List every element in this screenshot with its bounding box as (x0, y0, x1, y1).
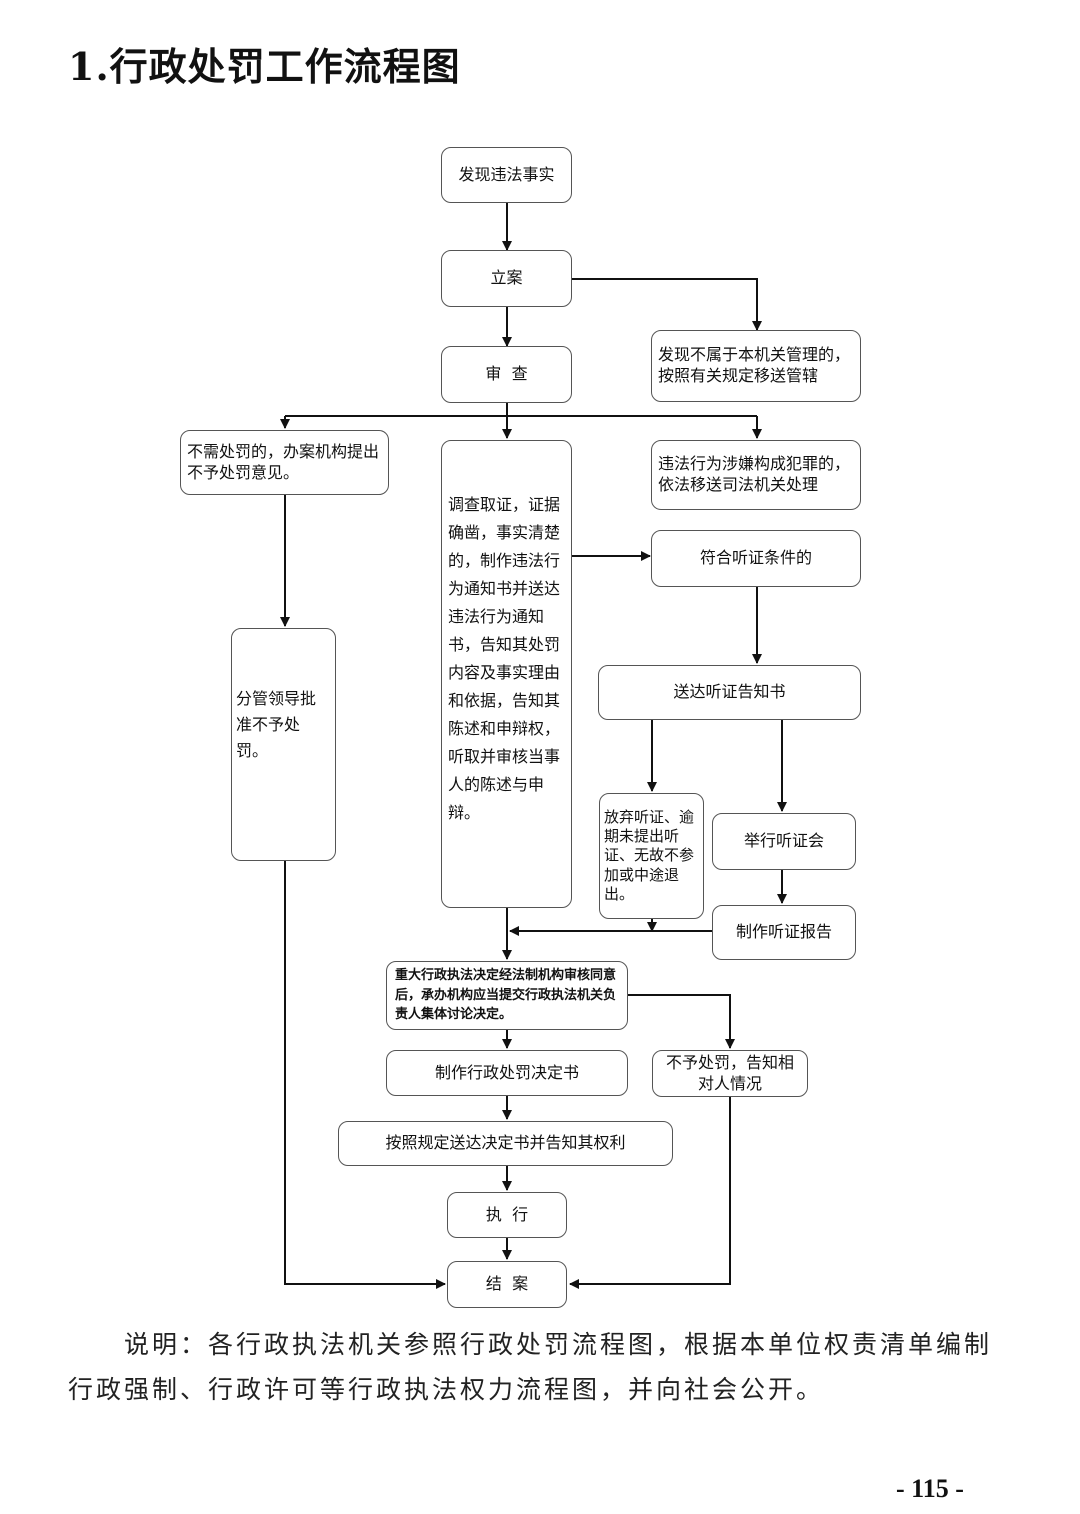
node-investigate: 调查取证，证据确凿，事实清楚的，制作违法行为通知书并送达违法行为通知书，告知其处… (441, 440, 572, 908)
node-discover: 发现违法事实 (441, 147, 572, 203)
arrow-file-to-transfer (572, 278, 762, 331)
node-no-penalty-opinion: 不需处罚的，办案机构提出不予处罚意见。 (180, 430, 389, 495)
node-hearing-condition: 符合听证条件的 (651, 530, 861, 587)
arrow-no-penalty-to-close (569, 1097, 731, 1289)
node-close-case: 结 案 (447, 1261, 567, 1308)
arrow-leader-to-close (284, 861, 446, 1289)
node-waive-hearing: 放弃听证、逾期未提出听证、无故不参加或中途退出。 (599, 793, 704, 919)
explanatory-note: 说明：各行政执法机关参照行政处罚流程图，根据本单位权责清单编制行政强制、行政许可… (68, 1330, 993, 1404)
node-transfer-jurisdiction: 发现不属于本机关管理的，按照有关规定移送管辖 (651, 330, 861, 402)
node-hearing-report: 制作听证报告 (712, 905, 856, 960)
arrow-major-to-no-penalty (628, 994, 735, 1049)
node-make-decision: 制作行政处罚决定书 (386, 1050, 628, 1096)
node-execute: 执 行 (447, 1192, 567, 1238)
node-no-penalty-inform: 不予处罚，告知相对人情况 (652, 1050, 808, 1097)
node-serve-decision: 按照规定送达决定书并告知其权利 (338, 1121, 673, 1166)
node-file-case: 立案 (441, 250, 572, 307)
node-major-decision: 重大行政执法决定经法制机构审核同意后，承办机构应当提交行政执法机关负责人集体讨论… (386, 961, 628, 1030)
node-crime-transfer: 违法行为涉嫌构成犯罪的，依法移送司法机关处理 (651, 440, 861, 510)
node-leader-approval: 分管领导批准不予处罚。 (231, 628, 336, 861)
page-title: 1.行政处罚工作流程图 (68, 44, 461, 89)
page-number: - 115 - (896, 1474, 964, 1503)
node-review: 审 查 (441, 346, 572, 403)
node-hearing-notice: 送达听证告知书 (598, 665, 861, 720)
node-hold-hearing: 举行听证会 (712, 813, 856, 870)
